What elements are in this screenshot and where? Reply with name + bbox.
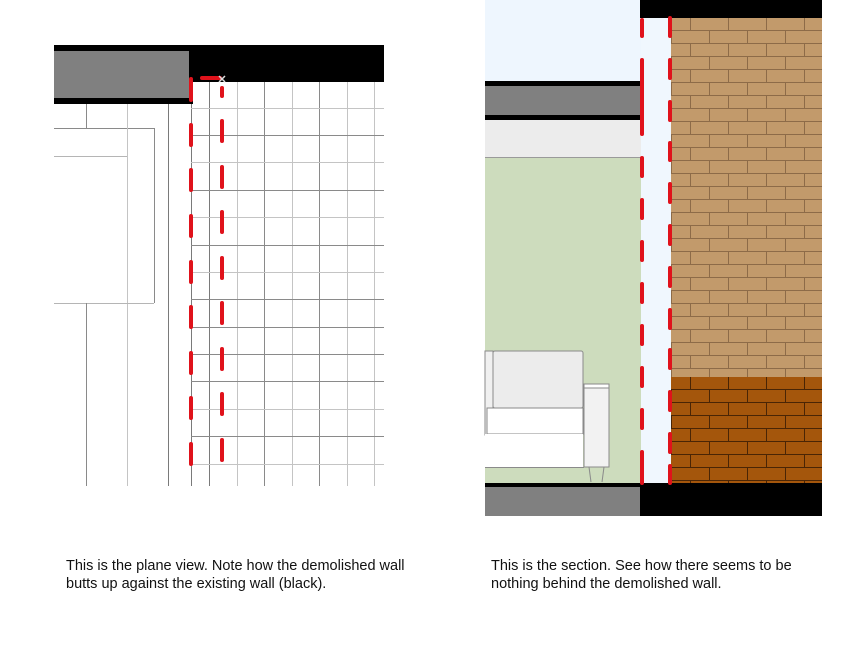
cursor-x-icon [218,75,226,83]
existing-wall-bottom [640,483,822,516]
existing-wall-top [640,0,822,18]
demolished-wall-dashes-section [640,16,672,485]
brick-light [671,18,822,377]
sky [485,0,641,81]
plan-view [0,0,420,520]
plan-view-caption: This is the plane view. Note how the dem… [66,557,405,593]
slab [485,86,641,115]
plan-caption-line2: butts up against the existing wall (blac… [66,576,327,592]
plan-grid [191,82,384,486]
sofa [484,350,610,483]
wall-gray-bottom-edge [54,98,193,104]
plan-caption-line1: This is the plane view. Note how the dem… [66,558,405,574]
wall-gray [54,51,189,98]
section-view [484,0,822,516]
floor-slab [485,487,641,516]
plan-left-lines [54,104,169,486]
section-caption-line1: This is the section. See how there seems… [491,558,792,574]
section-view-drawing [484,0,822,516]
plan-view-drawing [54,45,384,486]
section-caption-line2: nothing behind the demolished wall. [491,576,722,592]
brick-dark [671,377,822,483]
ceiling [485,120,641,157]
demolished-wall-cavity [641,18,671,483]
slab-top-edge [485,81,641,86]
slab-bottom-edge [485,115,641,120]
section-view-caption: This is the section. See how there seems… [491,557,792,593]
demolished-wall-dashes [189,76,224,466]
floor-top-edge [485,483,641,487]
